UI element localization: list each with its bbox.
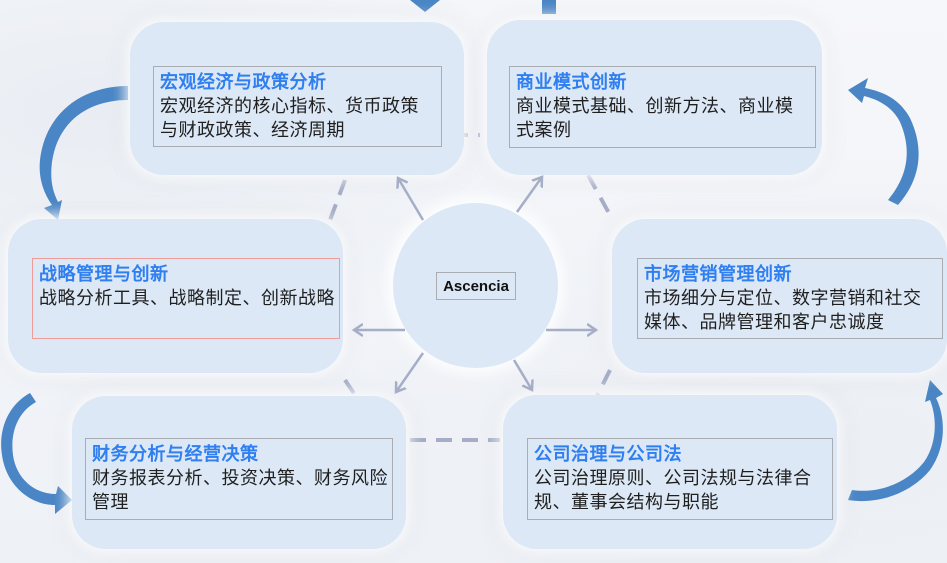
cycle-arrow-icon <box>848 380 943 502</box>
node-governance[interactable]: 公司治理与公司法 公司治理原则、公司法规与法律合规、董事会结构与职能 <box>503 395 837 549</box>
node-textbox-selected[interactable]: 战略管理与创新 战略分析工具、战略制定、创新战略 <box>32 258 340 339</box>
center-circle[interactable] <box>393 203 558 368</box>
node-title: 公司治理与公司法 <box>534 444 682 465</box>
node-strategy[interactable]: 战略管理与创新 战略分析工具、战略制定、创新战略 <box>8 219 343 373</box>
cycle-arrow-icon <box>542 0 556 14</box>
node-finance[interactable]: 财务分析与经营决策 财务报表分析、投资决策、财务风险管理 <box>72 396 406 549</box>
node-textbox[interactable]: 公司治理与公司法 公司治理原则、公司法规与法律合规、董事会结构与职能 <box>527 438 833 520</box>
node-business-model[interactable]: 商业模式创新 商业模式基础、创新方法、商业模式案例 <box>487 20 822 175</box>
node-textbox[interactable]: 财务分析与经营决策 财务报表分析、投资决策、财务风险管理 <box>85 438 393 520</box>
node-title: 市场营销管理创新 <box>644 264 792 285</box>
cycle-arrow-icon <box>848 78 919 205</box>
node-title: 商业模式创新 <box>516 72 627 93</box>
node-marketing[interactable]: 市场营销管理创新 市场细分与定位、数字营销和社交媒体、品牌管理和客户忠诚度 <box>612 219 947 373</box>
node-description: 公司治理原则、公司法规与法律合规、董事会结构与职能 <box>534 468 812 513</box>
node-description: 宏观经济的核心指标、货币政策与财政政策、经济周期 <box>160 96 419 141</box>
node-description: 财务报表分析、投资决策、财务风险管理 <box>92 468 388 513</box>
node-textbox[interactable]: 商业模式创新 商业模式基础、创新方法、商业模式案例 <box>509 66 816 148</box>
cycle-arrow-icon <box>410 0 440 12</box>
node-title: 战略管理与创新 <box>39 264 169 285</box>
cycle-arrow-icon <box>1 393 72 514</box>
node-textbox[interactable]: 宏观经济与政策分析 宏观经济的核心指标、货币政策与财政政策、经济周期 <box>153 66 442 147</box>
cycle-arrow-icon <box>39 86 128 220</box>
node-description: 商业模式基础、创新方法、商业模式案例 <box>516 96 794 141</box>
node-macro-economics[interactable]: 宏观经济与政策分析 宏观经济的核心指标、货币政策与财政政策、经济周期 <box>130 22 464 175</box>
node-title: 宏观经济与政策分析 <box>160 72 327 93</box>
cycle-arrows <box>1 0 943 514</box>
node-description: 市场细分与定位、数字营销和社交媒体、品牌管理和客户忠诚度 <box>644 288 922 333</box>
node-description: 战略分析工具、战略制定、创新战略 <box>39 288 335 309</box>
node-textbox[interactable]: 市场营销管理创新 市场细分与定位、数字营销和社交媒体、品牌管理和客户忠诚度 <box>637 258 943 339</box>
center-label[interactable]: Ascencia <box>436 272 516 300</box>
node-title: 财务分析与经营决策 <box>92 444 259 465</box>
